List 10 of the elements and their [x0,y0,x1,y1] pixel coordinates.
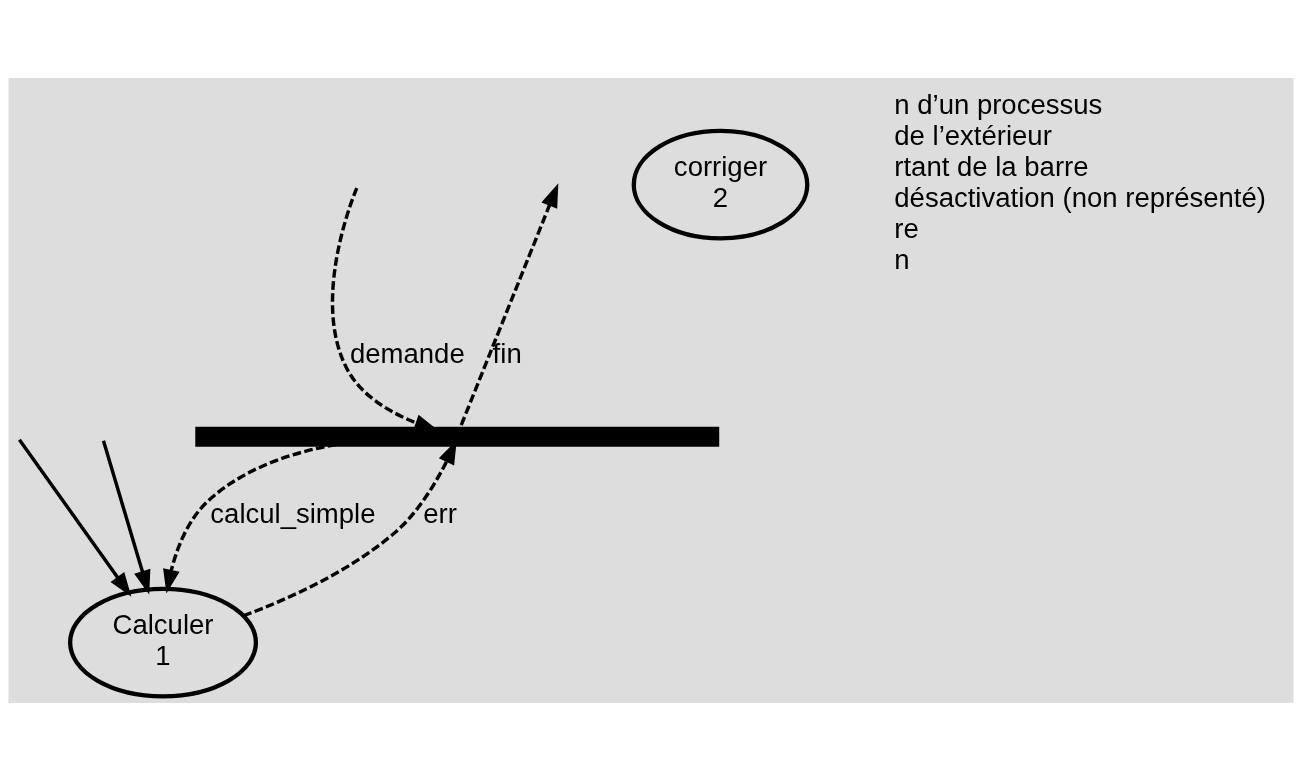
label: re [894,212,919,244]
label: n d’un processus [894,88,1103,120]
label: de l’extérieur [894,119,1052,151]
edge-label: calcul_simple [210,498,376,530]
label: rtant de la barre [894,150,1089,182]
edge-label: fin [492,338,522,370]
edge-label: err [423,498,457,530]
label: désactivation (non représenté) [894,181,1266,213]
edge-label: demande [349,338,465,370]
label: n [894,243,910,275]
